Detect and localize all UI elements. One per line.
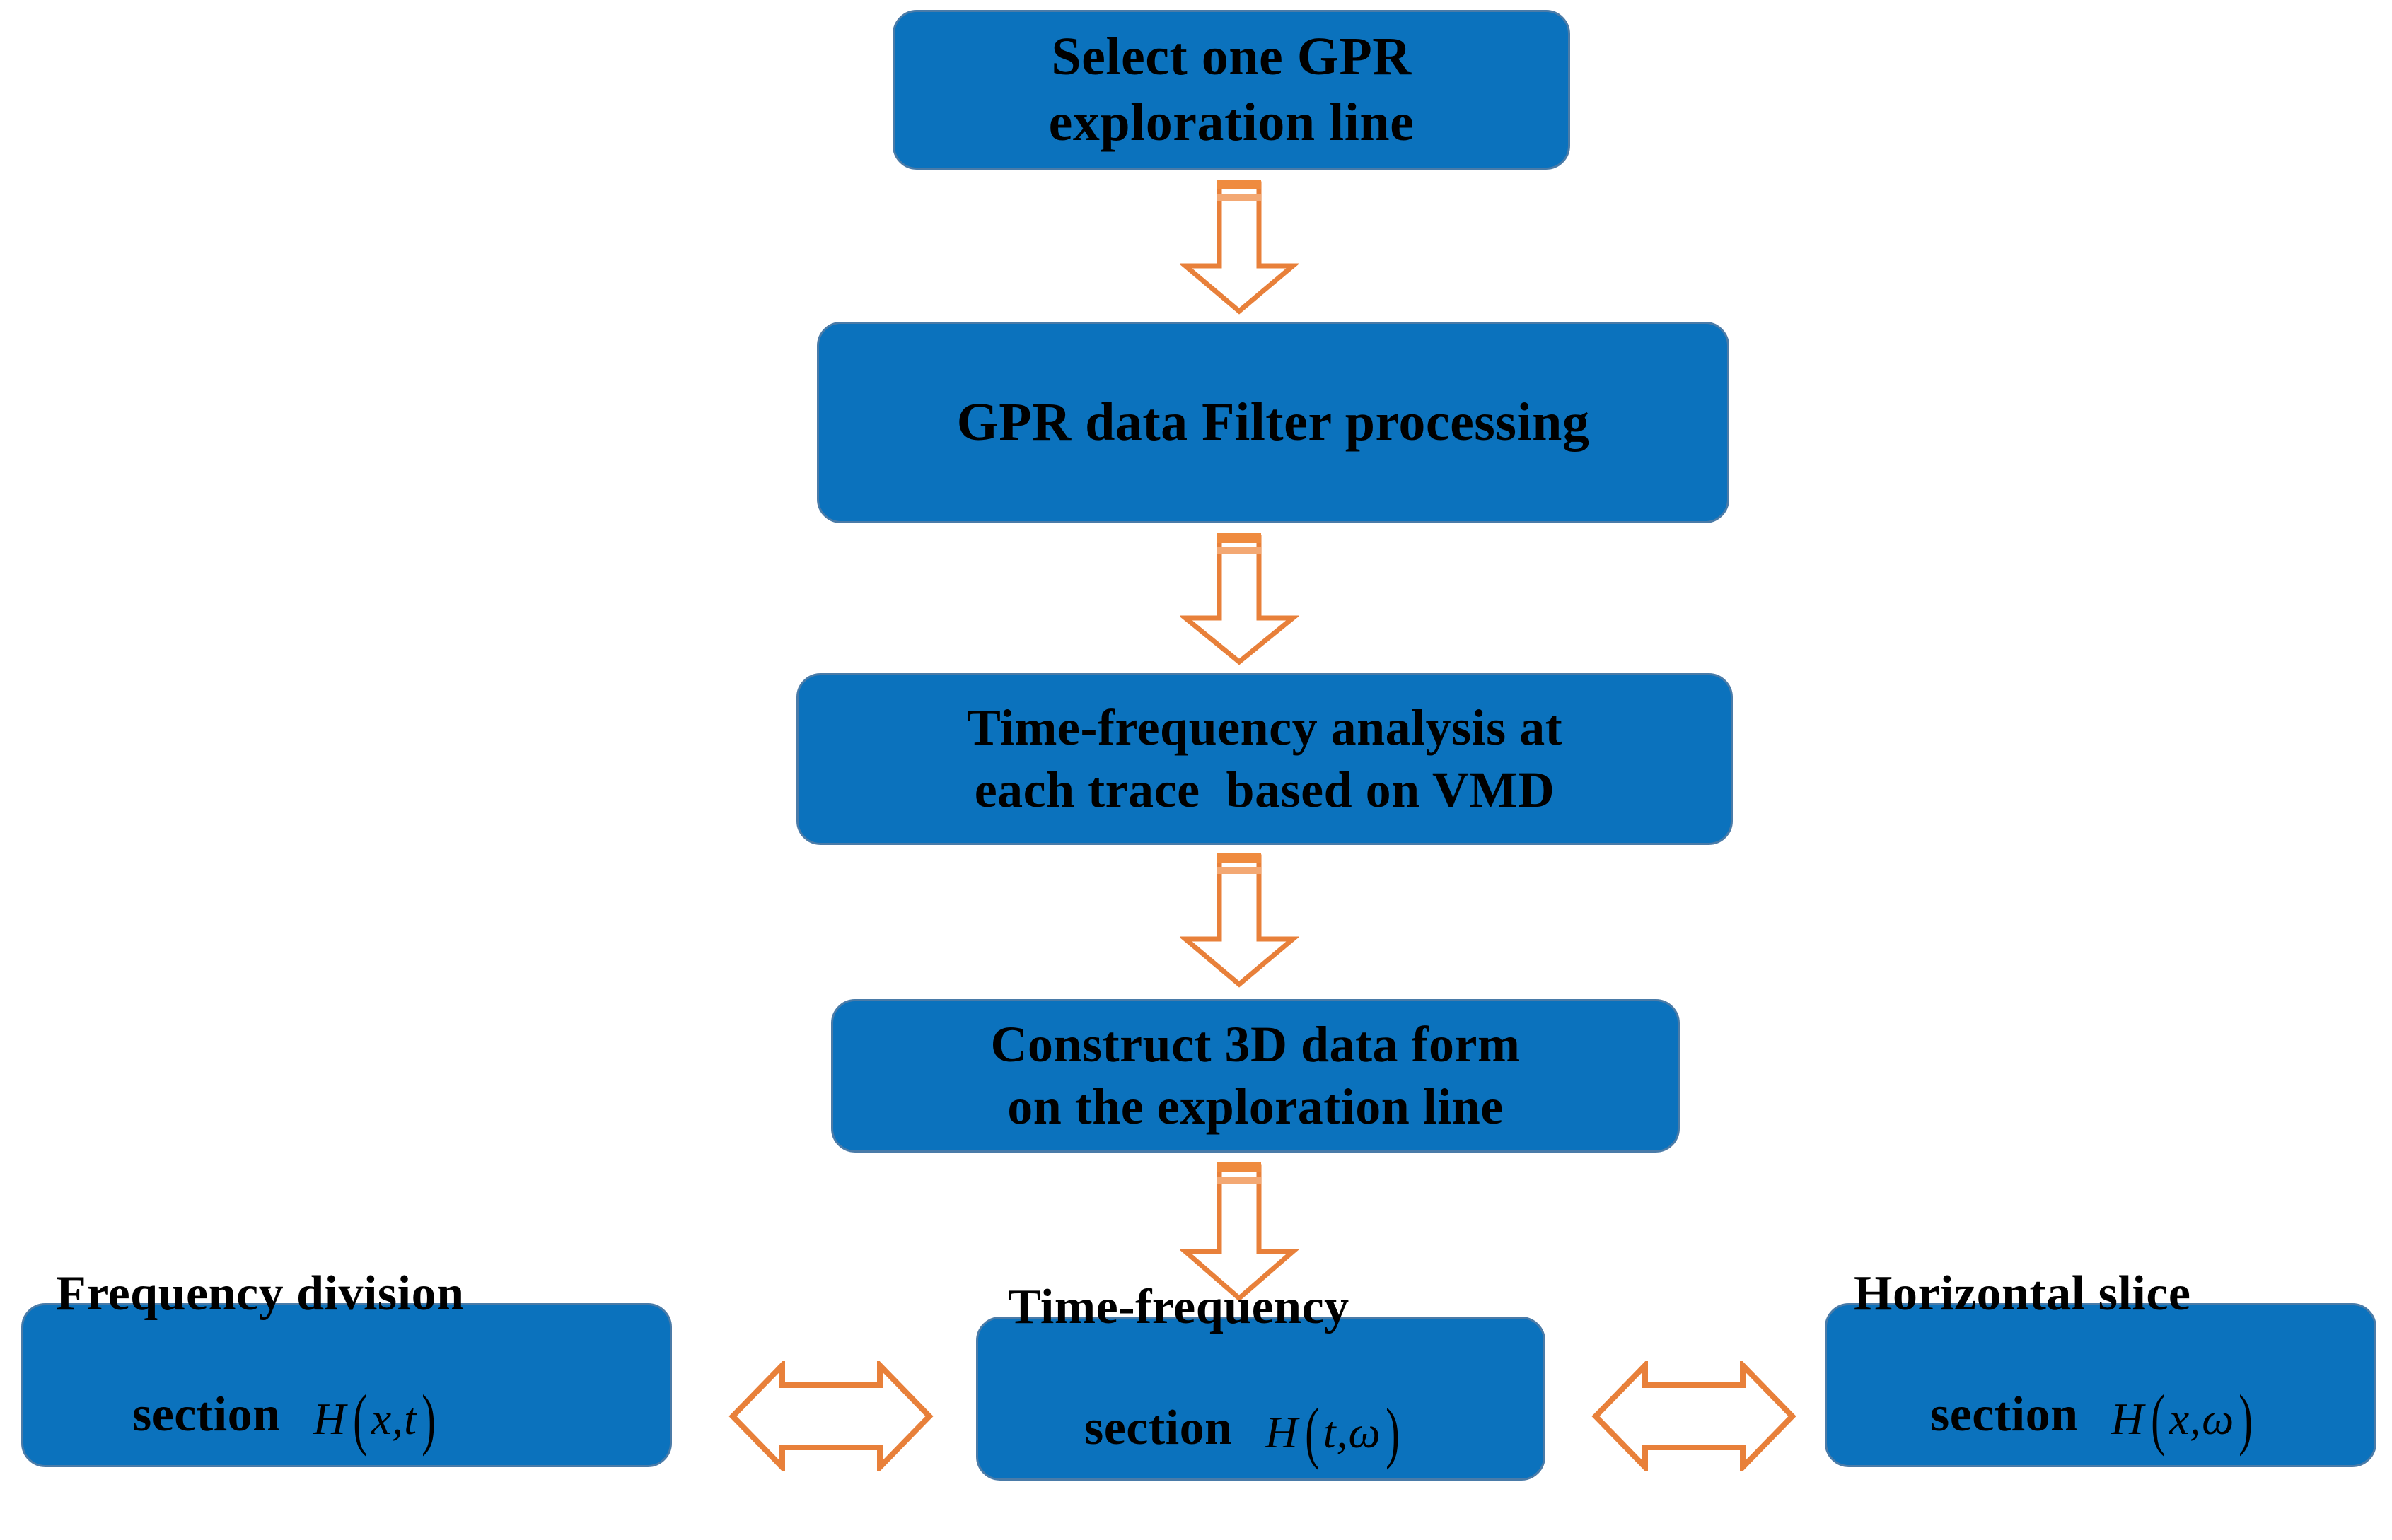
node-time-frequency-section-line-2: section H(t,ω) <box>1008 1337 1404 1520</box>
node-time-frequency-section-text-1: Time-frequency <box>1008 1279 1349 1334</box>
formula-open-paren: ( <box>1304 1394 1319 1470</box>
formula-func: H <box>313 1393 346 1444</box>
node-filter-processing-text-1: GPR data Filter processing <box>956 392 1590 453</box>
arrow-bidirectional-right <box>1591 1358 1796 1474</box>
formula-open-paren: ( <box>2150 1380 2165 1457</box>
node-horizontal-slice-section-text-2: section <box>1930 1387 2079 1442</box>
arrow-bidirectional-left <box>728 1358 934 1474</box>
down-arrow-icon <box>1178 853 1300 988</box>
node-select-line-text-2: exploration line <box>1048 93 1415 152</box>
arrow-down-3 <box>1178 848 1300 990</box>
node-construct-3d[interactable]: Construct 3D data form on the exploratio… <box>831 999 1680 1153</box>
node-filter-processing[interactable]: GPR data Filter processing <box>817 322 1729 523</box>
node-construct-3d-text-2: on the exploration line <box>1007 1078 1504 1135</box>
node-frequency-division-section-text-2: section <box>132 1387 281 1442</box>
node-horizontal-slice-section[interactable]: Horizontal slice section H(x,ω) <box>1825 1266 2376 1467</box>
node-horizontal-slice-section-text-1: Horizontal slice <box>1854 1266 2191 1321</box>
node-frequency-division-section-line-2: section H(x,t) <box>56 1324 440 1507</box>
formula-h-t-omega: H(t,ω) <box>1265 1394 1404 1470</box>
node-frequency-division-section-text-1: Frequency division <box>56 1266 465 1321</box>
formula-h-x-t: H(x,t) <box>313 1380 440 1457</box>
formula-func: H <box>2111 1393 2144 1444</box>
down-arrow-icon <box>1178 533 1300 665</box>
node-time-frequency-analysis-text-2: each trace based on VMD <box>974 761 1555 818</box>
arrow-down-2 <box>1178 529 1300 667</box>
node-select-line[interactable]: Select one GPR exploration line <box>893 10 1570 170</box>
arrow-down-1 <box>1178 175 1300 317</box>
node-horizontal-slice-section-line-2: section H(x,ω) <box>1854 1324 2257 1507</box>
formula-args: t,ω <box>1323 1406 1381 1457</box>
node-time-frequency-section[interactable]: Time-frequency section H(t,ω) <box>976 1280 1545 1481</box>
node-time-frequency-analysis[interactable]: Time-frequency analysis at each trace ba… <box>796 673 1733 845</box>
node-time-frequency-analysis-text-1: Time-frequency analysis at <box>966 699 1563 756</box>
formula-close-paren: ) <box>422 1380 436 1457</box>
formula-open-paren: ( <box>352 1380 367 1457</box>
node-time-frequency-section-text-2: section <box>1084 1400 1233 1455</box>
formula-func: H <box>1265 1406 1298 1457</box>
node-select-line-text-1: Select one GPR <box>1051 27 1412 87</box>
node-frequency-division-section[interactable]: Frequency division section H(x,t) <box>21 1266 672 1467</box>
node-construct-3d-text-1: Construct 3D data form <box>990 1015 1521 1073</box>
double-arrow-icon <box>728 1358 934 1474</box>
formula-args: x,t <box>371 1393 417 1444</box>
formula-args: x,ω <box>2169 1393 2235 1444</box>
formula-close-paren: ) <box>1385 1394 1400 1470</box>
formula-close-paren: ) <box>2239 1380 2253 1457</box>
double-arrow-icon <box>1591 1358 1796 1474</box>
formula-h-x-omega: H(x,ω) <box>2111 1380 2258 1457</box>
down-arrow-icon <box>1178 180 1300 315</box>
